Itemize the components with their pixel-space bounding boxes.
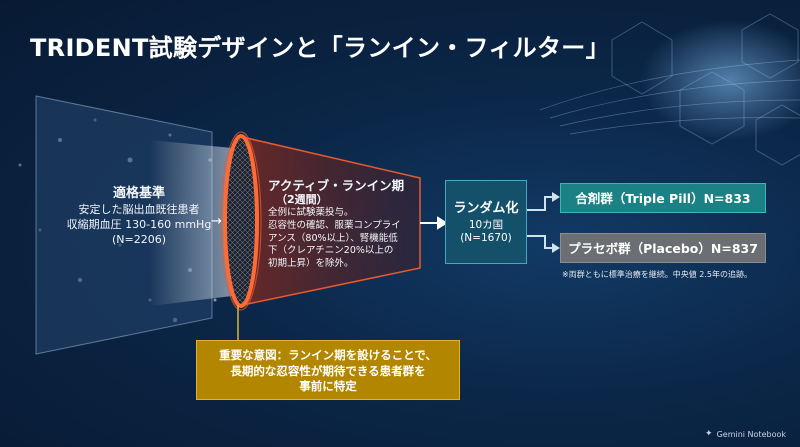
light-streaks xyxy=(539,59,800,135)
runin-line: 忍容性の確認、服薬コンプライ xyxy=(268,219,401,231)
runin-line: アンス（80%以上）、腎機能低 xyxy=(268,232,398,244)
runin-line: 全例に試験薬投与。 xyxy=(268,207,354,218)
flow-stream xyxy=(150,140,232,306)
intent-line: 事前に特定 xyxy=(299,379,357,393)
sparkle-icon: ✦ xyxy=(705,429,713,439)
criteria-heading: 適格基準 xyxy=(112,186,165,201)
criteria-line: 安定した脳出血既往患者 xyxy=(78,203,200,216)
brand-label: Gemini Notebook xyxy=(716,429,786,439)
runin-phase: アクティブ・ランイン期 （2週間） 全例に試験薬投与。 忍容性の確認、服薬コンプ… xyxy=(268,178,418,271)
criteria-line: 収縮期血圧 130-160 mmHg xyxy=(66,218,212,231)
randomization-heading: ランダム化 xyxy=(453,201,519,216)
criteria-line: (N=2206) xyxy=(111,233,167,246)
randomization-box: ランダム化 10カ国 (N=1670) xyxy=(445,180,527,264)
runin-heading: アクティブ・ランイン期 xyxy=(268,178,405,193)
active-group-box: 合剤群（Triple Pill）N=833 xyxy=(560,183,766,213)
intent-callout: 重要な意図：ランイン期を設けることで、 長期的な忍容性が期待できる患者群を 事前… xyxy=(196,340,460,400)
placebo-group-box: プラセボ群（Placebo）N=837 xyxy=(560,233,766,263)
intent-line: 長期的な忍容性が期待できる患者群を xyxy=(230,363,426,378)
intent-line: 重要な意図：ランイン期を設けることで、 xyxy=(219,348,437,362)
flow-arrows xyxy=(420,192,560,253)
runin-subheading: （2週間） xyxy=(276,193,328,206)
runin-line: 初期上昇）を除外。 xyxy=(268,258,354,270)
footnote: ※両群ともに標準治療を継続。中央値 2.5年の追跡。 xyxy=(562,270,752,279)
page-title: TRIDENT試験デザインと「ランイン・フィルター」 xyxy=(30,34,610,62)
randomization-line: (N=1670) xyxy=(460,232,512,244)
brand-watermark: ✦ Gemini Notebook xyxy=(705,429,786,439)
randomization-line: 10カ国 xyxy=(468,219,504,231)
funnel-mouth xyxy=(223,134,259,308)
eligibility-criteria: 適格基準 安定した脳出血既往患者 収縮期血圧 130-160 mmHg (N=2… xyxy=(44,186,234,247)
arrow-right-icon: → xyxy=(211,214,222,229)
runin-line: 下（クレアチニン20%以上の xyxy=(268,245,394,257)
